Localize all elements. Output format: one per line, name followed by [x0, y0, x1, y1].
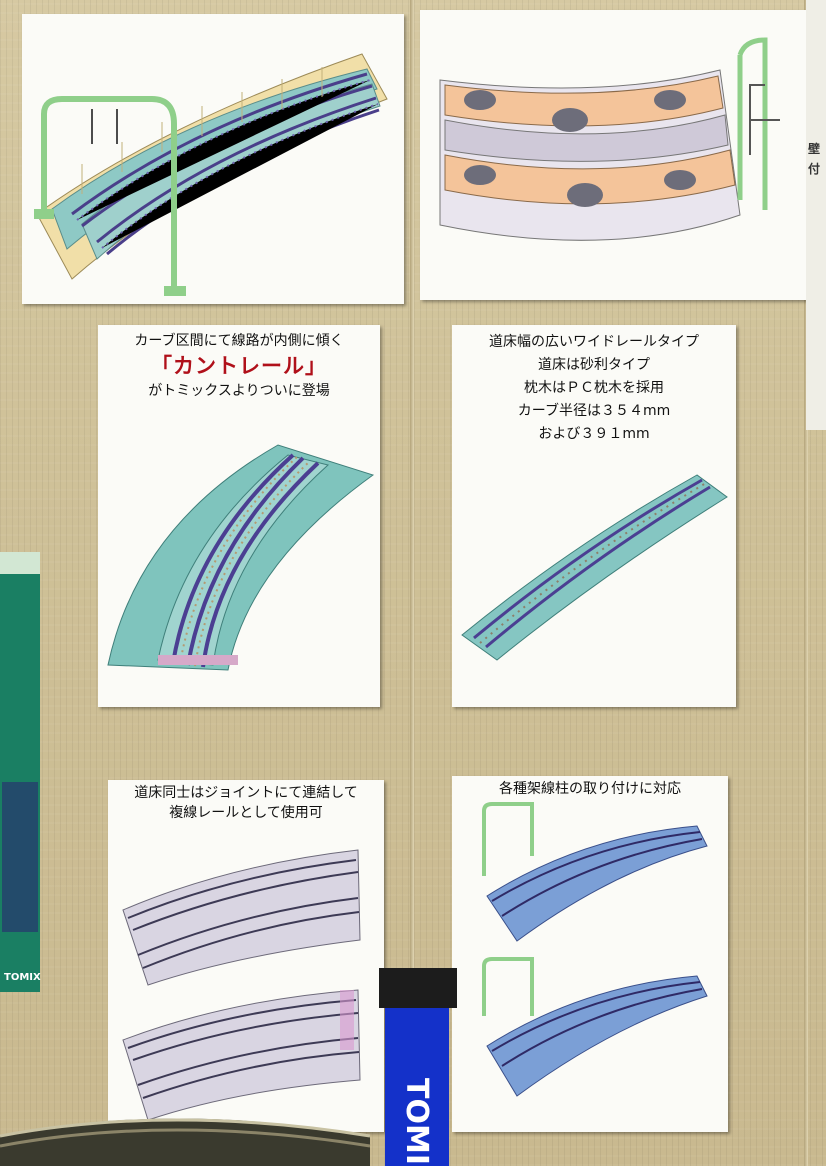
wide-rail-line-1: 道床幅の広いワイドレールタイプ: [489, 334, 699, 350]
tomix-stand: TOMI: [385, 1008, 449, 1166]
wall-seam: [410, 0, 414, 1166]
roadbed-drawing: [439, 37, 780, 241]
catenary-drawing: [482, 802, 708, 1097]
panel-joint: 道床同士はジョイントにて連結して 複線レールとして使用可: [108, 780, 384, 1132]
cant-rail-intro: カーブ区間にて線路が内側に傾く: [134, 333, 344, 349]
viaduct-drawing: [34, 53, 388, 296]
panel-viaduct-illustration: [22, 14, 404, 304]
panel-catenary: 各種架線柱の取り付けに対応: [452, 776, 728, 1132]
joint-line-1: 道床同士はジョイントにて連結して: [134, 785, 358, 801]
catenary-line-1: 各種架線柱の取り付けに対応: [499, 781, 681, 797]
wide-rail-line-4: カーブ半径は３５４mm: [517, 403, 671, 419]
tomix-stand-logo: TOMI: [399, 1078, 434, 1165]
cant-rail-title: 「カントレール」: [151, 354, 327, 378]
cant-rail-drawing: [107, 444, 375, 671]
panel-wide-rail: 道床幅の広いワイドレールタイプ 道床は砂利タイプ 枕木はＰＣ枕木を採用 カーブ半…: [452, 325, 736, 707]
wide-rail-line-3: 枕木はＰＣ枕木を採用: [524, 380, 664, 396]
right-partial-text: 壁: [808, 142, 821, 156]
wide-rail-drawing: [461, 474, 728, 661]
joint-line-2: 複線レールとして使用可: [169, 805, 323, 821]
wall-seam: [804, 0, 808, 1166]
panel-cant-rail: カーブ区間にて線路が内側に傾く 「カントレール」 がトミックスよりついに登場: [98, 325, 380, 707]
right-partial-board: 壁 付: [806, 0, 826, 430]
right-partial-text-2: 付: [808, 162, 821, 176]
wide-rail-line-5: および３９１mm: [538, 426, 650, 442]
joint-drawing: [122, 849, 361, 1121]
panel-roadbed-detail: [420, 10, 812, 300]
layout-track-glimpse: [0, 1118, 371, 1166]
tomix-box-logo: TOMIX: [4, 972, 41, 983]
cant-rail-subtitle: がトミックスよりついに登場: [148, 383, 330, 399]
tomix-box: TOMIX: [0, 552, 41, 992]
stand-top: [379, 968, 457, 1008]
wide-rail-line-2: 道床は砂利タイプ: [538, 357, 650, 373]
